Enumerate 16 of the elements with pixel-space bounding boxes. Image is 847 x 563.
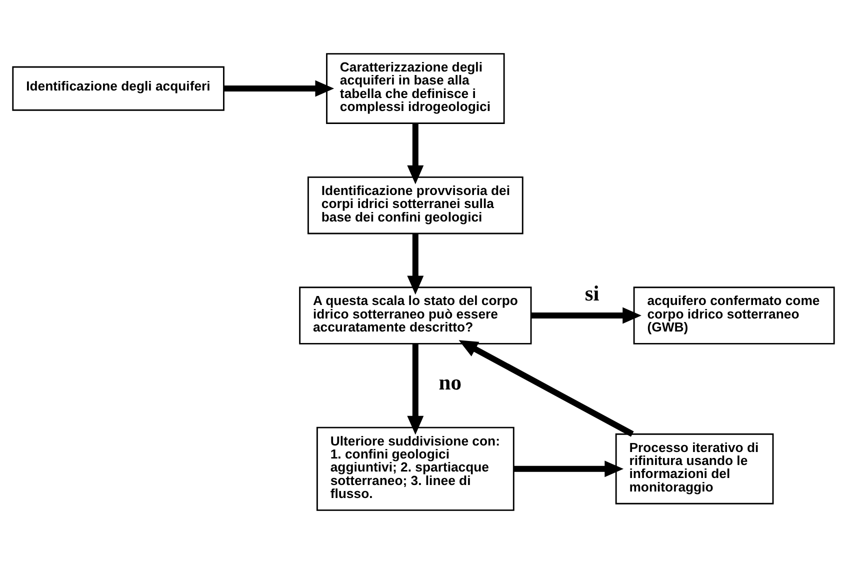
node-box: acquifero confermato come corpo idrico sotterraneo (GWB) [633,286,835,344]
node-box: Identificazione degli acquiferi [12,66,224,110]
edge-label: no [438,370,462,394]
arrow [458,340,634,436]
edge-label: si [584,280,600,305]
arrow [407,122,424,184]
node-box: Caratterizzazione degli acquiferi in base alla tabella che definisce i complessi idrogeologici [326,52,505,124]
arrow [224,80,334,96]
arrow [407,233,424,294]
node-box: A questa scala lo stato del corpo idrico sotterraneo può essere accuratamente descritto? [299,286,532,344]
node-box: Ulteriore suddivisione con: 1. confini geologici aggiuntivi; 2. spartiacque sotterraneo; 3. linee di flusso. [316,426,514,510]
node-box: Processo iterativo di rifinitura usando le informazioni del monitoraggio [615,432,774,504]
arrow [531,306,642,324]
arrow [407,343,424,434]
arrow [514,460,624,477]
node-box: Identificazione provvisoria dei corpi idrici sotterranei sulla base dei confini geologici [307,176,524,234]
